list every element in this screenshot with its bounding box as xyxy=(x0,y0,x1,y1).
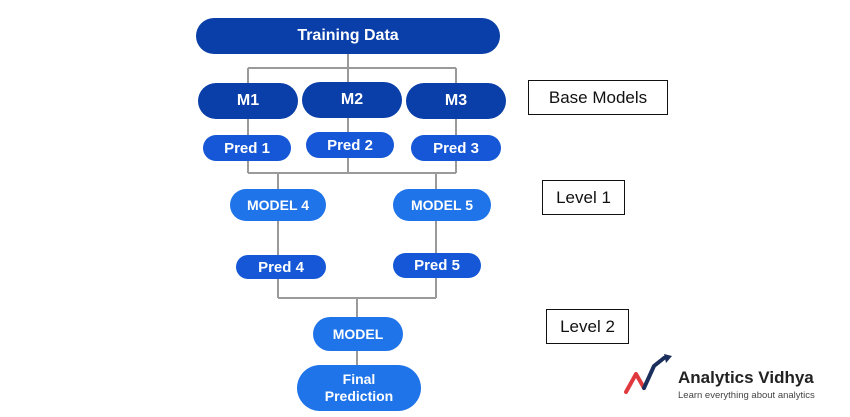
analytics-vidhya-logo: Analytics Vidhya Learn everything about … xyxy=(620,352,845,412)
training-data-node: Training Data xyxy=(196,18,500,54)
pred-4-node: Pred 4 xyxy=(236,255,326,279)
analytics-vidhya-logo-icon xyxy=(624,354,672,394)
logo-title: Analytics Vidhya xyxy=(678,368,814,387)
model-4-node: MODEL 4 xyxy=(230,189,326,221)
base-models-label: Base Models xyxy=(528,80,668,115)
pred-5-node: Pred 5 xyxy=(393,253,481,278)
pred-3-node: Pred 3 xyxy=(411,135,501,161)
model-5-node: MODEL 5 xyxy=(393,189,491,221)
model-m3-node: M3 xyxy=(406,83,506,119)
model-m1-node: M1 xyxy=(198,83,298,119)
level-1-label: Level 1 xyxy=(542,180,625,215)
final-prediction-node: Final Prediction xyxy=(297,365,421,411)
pred-2-node: Pred 2 xyxy=(306,132,394,158)
pred-1-node: Pred 1 xyxy=(203,135,291,161)
model-m2-node: M2 xyxy=(302,82,402,118)
level-2-label: Level 2 xyxy=(546,309,629,344)
logo-tagline: Learn everything about analytics xyxy=(678,390,815,401)
model-node: MODEL xyxy=(313,317,403,351)
